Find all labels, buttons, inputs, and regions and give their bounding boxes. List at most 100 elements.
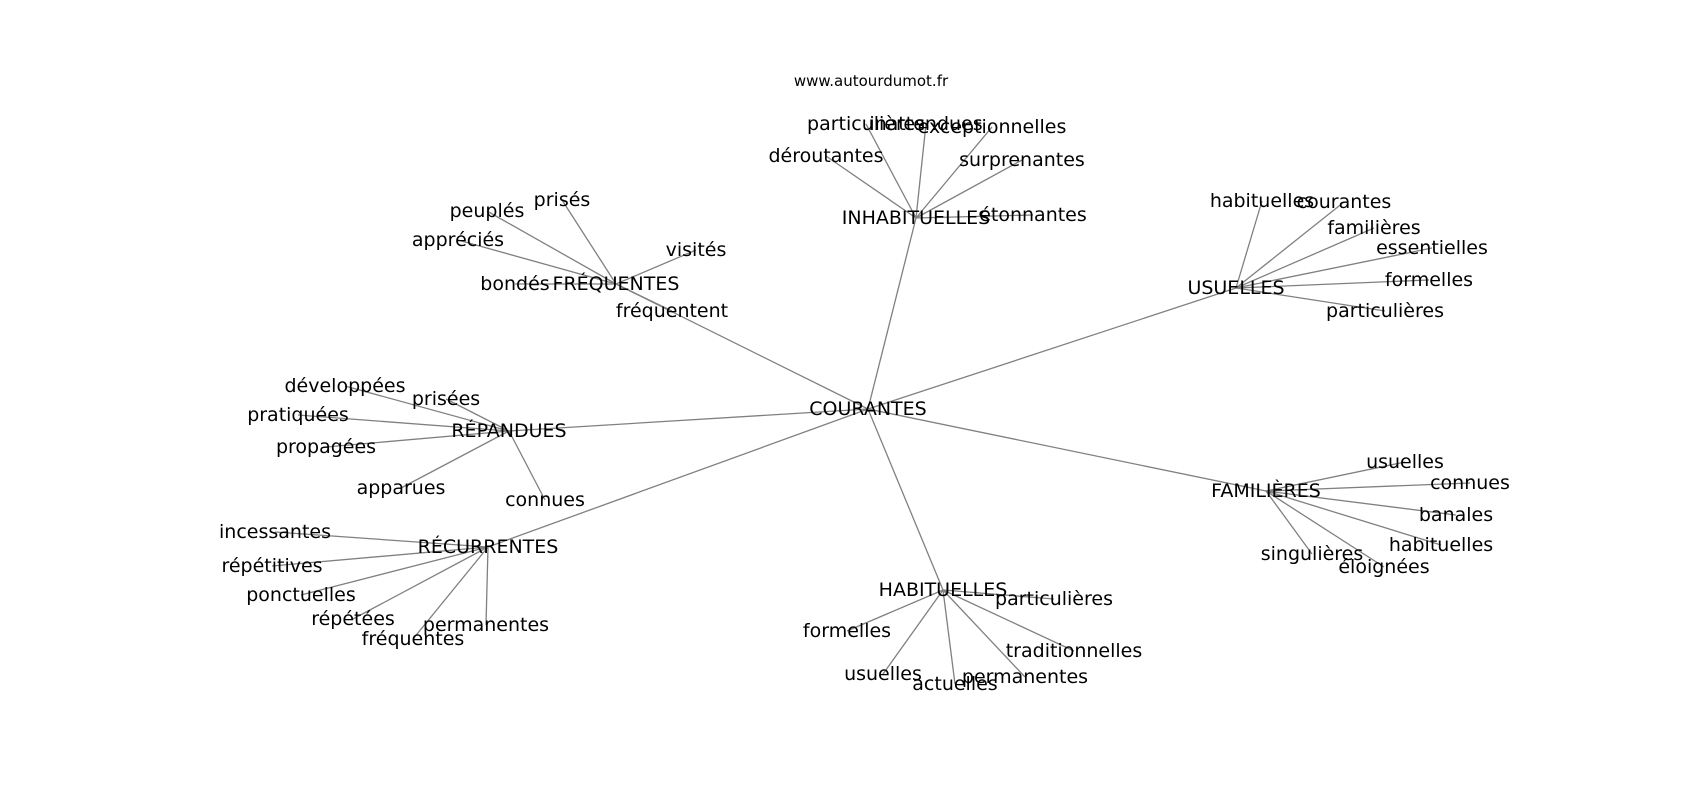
edge-repandues-leaf xyxy=(445,398,510,432)
edge-inhabituelles-leaf xyxy=(915,214,1034,219)
edge-center-familieres xyxy=(867,408,1267,492)
leaf-node[interactable]: connues xyxy=(505,489,585,511)
hub-node-repandues[interactable]: RÉPANDUES xyxy=(451,419,566,442)
edge-recurrentes-leaf xyxy=(485,546,489,626)
edge-recurrentes-leaf xyxy=(274,531,489,548)
edge-usuelles-leaf xyxy=(1235,279,1430,289)
edge-usuelles-leaf xyxy=(1235,227,1375,289)
leaf-node[interactable]: fréquentent xyxy=(616,300,728,322)
leaf-node[interactable]: familières xyxy=(1327,217,1420,239)
leaf-node[interactable]: particulières xyxy=(995,588,1113,610)
hub-node-recurrentes[interactable]: RÉCURRENTES xyxy=(418,535,559,558)
leaf-node[interactable]: propagées xyxy=(276,436,376,458)
leaf-node[interactable]: pratiquées xyxy=(247,404,349,426)
leaf-node[interactable]: habituelles xyxy=(1210,190,1314,212)
edge-familieres-leaf xyxy=(1265,490,1313,555)
leaf-node[interactable]: déroutantes xyxy=(769,145,884,167)
leaf-node[interactable]: incessantes xyxy=(219,521,331,543)
edge-frequentes-leaf xyxy=(457,239,617,285)
edge-inhabituelles-leaf xyxy=(915,159,1023,219)
leaf-node[interactable]: éloignées xyxy=(1338,556,1429,578)
leaf-node[interactable]: développées xyxy=(285,375,406,397)
leaf-node[interactable]: particulières xyxy=(1326,300,1444,322)
leaf-node[interactable]: inattendues xyxy=(869,113,982,135)
leaf-node[interactable]: habituelles xyxy=(1389,534,1493,556)
edge-center-recurrentes xyxy=(487,408,869,548)
leaf-node[interactable]: singulières xyxy=(1261,543,1364,565)
leaf-node[interactable]: répétées xyxy=(311,608,395,630)
hub-node-usuelles[interactable]: USUELLES xyxy=(1187,277,1284,299)
leaf-node[interactable]: prisées xyxy=(412,388,480,410)
edge-familieres-leaf xyxy=(1265,490,1385,568)
leaf-node[interactable]: formelles xyxy=(1385,269,1473,291)
hub-node-frequentes[interactable]: FRÉQUENTES xyxy=(553,272,680,295)
edge-center-inhabituelles xyxy=(867,217,917,410)
edge-repandues-leaf xyxy=(297,414,510,432)
edge-habituelles-leaf xyxy=(846,589,944,632)
edge-usuelles-leaf xyxy=(1235,247,1433,289)
leaf-node[interactable]: usuelles xyxy=(1366,451,1444,473)
leaf-node[interactable]: bondés xyxy=(480,273,549,295)
edge-habituelles-leaf xyxy=(942,589,956,685)
leaf-node[interactable]: surprenantes xyxy=(959,149,1085,171)
leaf-node[interactable]: connues xyxy=(1430,472,1510,494)
leaf-node[interactable]: permanentes xyxy=(423,614,549,636)
leaf-node[interactable]: essentielles xyxy=(1376,237,1488,259)
edge-familieres-leaf xyxy=(1265,482,1471,492)
edge-frequentes-leaf xyxy=(615,249,697,285)
edge-recurrentes-leaf xyxy=(271,546,489,567)
leaf-node[interactable]: particulières xyxy=(807,113,925,135)
hub-node-familieres[interactable]: FAMILIÈRES xyxy=(1211,479,1321,502)
edge-center-usuelles xyxy=(867,287,1237,410)
edge-usuelles-leaf xyxy=(1235,201,1345,289)
edge-recurrentes-leaf xyxy=(300,546,489,596)
edge-layer xyxy=(271,123,1471,685)
source-watermark: www.autourdumot.fr xyxy=(793,72,949,90)
edge-habituelles-leaf xyxy=(942,589,1026,678)
leaf-node[interactable]: fréquentes xyxy=(362,628,465,650)
edge-frequentes-leaf xyxy=(615,283,673,312)
edge-repandues-leaf xyxy=(400,430,510,489)
edge-center-habituelles xyxy=(867,408,944,591)
leaf-node[interactable]: répétitives xyxy=(221,555,322,577)
edge-recurrentes-leaf xyxy=(352,546,489,620)
leaf-node[interactable]: permanentes xyxy=(962,666,1088,688)
edge-familieres-leaf xyxy=(1265,490,1457,516)
center-node[interactable]: COURANTES xyxy=(809,398,926,420)
edge-habituelles-leaf xyxy=(942,589,1055,600)
edge-habituelles-leaf xyxy=(942,589,1075,652)
leaf-node[interactable]: usuelles xyxy=(844,663,922,685)
hub-node-inhabituelles[interactable]: INHABITUELLES xyxy=(842,207,991,229)
leaf-node[interactable]: étonnantes xyxy=(979,204,1087,226)
hub-node-habituelles[interactable]: HABITUELLES xyxy=(879,579,1008,601)
edge-habituelles-leaf xyxy=(882,589,944,675)
edge-familieres-leaf xyxy=(1265,461,1406,492)
edge-inhabituelles-leaf xyxy=(915,123,927,219)
edge-repandues-leaf xyxy=(325,430,510,448)
leaf-node[interactable]: traditionnelles xyxy=(1006,640,1143,662)
edge-familieres-leaf xyxy=(1265,490,1442,546)
label-layer: COURANTESINHABITUELLESparticulièresinatt… xyxy=(219,113,1510,695)
edge-inhabituelles-leaf xyxy=(825,155,917,219)
edge-frequentes-leaf xyxy=(486,210,617,285)
edge-frequentes-leaf xyxy=(561,199,617,285)
edge-usuelles-leaf xyxy=(1235,287,1386,312)
edge-center-repandues xyxy=(508,408,869,432)
edge-repandues-leaf xyxy=(344,385,510,432)
edge-inhabituelles-leaf xyxy=(865,123,917,219)
leaf-node[interactable]: actuelles xyxy=(912,673,997,695)
leaf-node[interactable]: exceptionnelles xyxy=(918,116,1067,138)
leaf-node[interactable]: courantes xyxy=(1297,191,1392,213)
edge-recurrentes-leaf xyxy=(412,546,489,640)
leaf-node[interactable]: apparues xyxy=(357,477,446,499)
leaf-node[interactable]: formelles xyxy=(803,620,891,642)
leaf-node[interactable]: visités xyxy=(666,239,727,261)
leaf-node[interactable]: ponctuelles xyxy=(246,584,356,606)
edge-usuelles-leaf xyxy=(1235,200,1263,289)
leaf-node[interactable]: prisés xyxy=(534,189,591,211)
leaf-node[interactable]: banales xyxy=(1419,504,1493,526)
edge-repandues-leaf xyxy=(508,430,546,501)
leaf-node[interactable]: peuplés xyxy=(450,200,525,222)
leaf-node[interactable]: appréciés xyxy=(412,229,504,251)
